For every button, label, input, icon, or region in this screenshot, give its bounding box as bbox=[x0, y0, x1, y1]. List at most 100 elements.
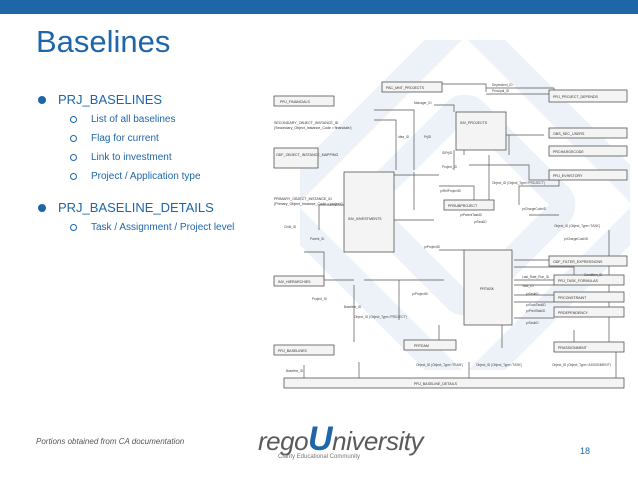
table-prsubproject bbox=[443, 199, 495, 211]
svg-text:Principal_ID: Principal_ID bbox=[492, 89, 510, 93]
footer-source-note: Portions obtained from CA documentation bbox=[36, 437, 185, 446]
table-inv-investments bbox=[343, 171, 395, 253]
top-accent-bar bbox=[0, 0, 638, 14]
bullet-dot-icon bbox=[38, 95, 46, 104]
svg-text:Project_ID: Project_ID bbox=[442, 165, 458, 169]
table-prdependency bbox=[553, 306, 625, 318]
svg-text:prProjectID: prProjectID bbox=[412, 292, 429, 296]
diagram-table-names: PAC_MNT_PROJECTS PRJ_PROJECT_DEPENDS PRJ… bbox=[274, 86, 603, 386]
table-prj-depends bbox=[548, 89, 628, 103]
sub-bullet-label: Flag for current bbox=[91, 132, 159, 144]
logo-tagline: Clarity Educational Community bbox=[278, 454, 361, 460]
svg-text:prChargeCodeID: prChargeCodeID bbox=[564, 237, 589, 241]
svg-text:OBS_SEC_USERS: OBS_SEC_USERS bbox=[553, 132, 585, 136]
svg-text:prChargeCodeID: prChargeCodeID bbox=[522, 207, 547, 211]
ring-bullet-icon bbox=[70, 134, 77, 142]
svg-text:PRIMARY_OBJECT_INSTANCE_ID: PRIMARY_OBJECT_INSTANCE_ID bbox=[274, 197, 332, 201]
table-prj-financials bbox=[273, 95, 335, 107]
sub-bullet-label: List of all baselines bbox=[91, 113, 176, 125]
er-diagram: PAC_MNT_PROJECTS PRJ_PROJECT_DEPENDS PRJ… bbox=[273, 81, 628, 389]
table-prchargecode bbox=[548, 145, 628, 157]
bullet-label: PRJ_BASELINES bbox=[58, 92, 163, 107]
svg-text:PRTEAM: PRTEAM bbox=[414, 344, 429, 348]
svg-text:prProjectID: prProjectID bbox=[424, 245, 441, 249]
table-prassignment bbox=[553, 341, 625, 353]
svg-text:PRJ_TASK_FORMULAS: PRJ_TASK_FORMULAS bbox=[558, 279, 598, 283]
bullet-label: PRJ_BASELINE_DETAILS bbox=[58, 200, 214, 215]
table-prj-baselines bbox=[273, 344, 335, 356]
bullet-prj-baseline-details: PRJ_BASELINE_DETAILS bbox=[38, 200, 268, 215]
diagram-connectors bbox=[303, 83, 617, 380]
table-odf-filter bbox=[548, 255, 628, 267]
ring-bullet-icon bbox=[70, 172, 77, 180]
svg-text:PRCHARGECODE: PRCHARGECODE bbox=[553, 150, 584, 154]
svg-text:prTaskID: prTaskID bbox=[526, 292, 539, 296]
svg-text:Baseline_ID: Baseline_ID bbox=[286, 369, 304, 373]
svg-text:PRJ_FINANCIALS: PRJ_FINANCIALS bbox=[280, 100, 311, 104]
sub-bullet: List of all baselines bbox=[70, 113, 268, 125]
table-prj-task-formulas bbox=[553, 274, 625, 286]
sub-bullet-label: Project / Application type bbox=[91, 170, 201, 182]
svg-text:INV_PROJECTS: INV_PROJECTS bbox=[460, 121, 488, 125]
svg-text:IDPrjID: IDPrjID bbox=[442, 151, 453, 155]
svg-text:prTaskID: prTaskID bbox=[526, 321, 539, 325]
svg-text:Dependent_ID: Dependent_ID bbox=[492, 83, 513, 87]
svg-text:Idea_ID: Idea_ID bbox=[398, 135, 410, 139]
svg-text:PRJ_EVHISTORY: PRJ_EVHISTORY bbox=[553, 174, 583, 178]
svg-text:PRJ_BASELINE_DETAILS: PRJ_BASELINE_DETAILS bbox=[414, 382, 458, 386]
svg-text:Object_ID (Object_Type='PROJEC: Object_ID (Object_Type='PROJECT') bbox=[354, 315, 407, 319]
table-pac bbox=[381, 81, 443, 93]
svg-text:INV_INVESTMENTS: INV_INVESTMENTS bbox=[348, 217, 382, 221]
rego-university-logo: regoUniversity Clarity Educational Commu… bbox=[258, 420, 423, 470]
svg-text:prPredTaskID: prPredTaskID bbox=[526, 309, 546, 313]
svg-text:Object_ID (Object_Type='ASSIGN: Object_ID (Object_Type='ASSIGNMENT') bbox=[552, 363, 611, 367]
table-odf-mapping bbox=[273, 147, 319, 169]
slide-title: Baselines bbox=[36, 24, 171, 59]
logo-wordmark: regoUniversity bbox=[258, 420, 423, 458]
ring-bullet-icon bbox=[70, 153, 77, 161]
bullet-list: PRJ_BASELINES List of all baselines Flag… bbox=[38, 92, 268, 240]
sub-bullet: Flag for current bbox=[70, 132, 268, 144]
sub-bullet-label: Link to investment bbox=[91, 151, 172, 163]
ring-bullet-icon bbox=[70, 223, 77, 231]
page-number: 18 bbox=[580, 446, 591, 456]
svg-text:PAC_MNT_PROJECTS: PAC_MNT_PROJECTS bbox=[386, 86, 425, 90]
svg-text:SECONDARY_OBJECT_INSTANCE_ID: SECONDARY_OBJECT_INSTANCE_ID bbox=[274, 121, 339, 125]
table-prj-baseline-details bbox=[283, 377, 625, 389]
svg-text:Condition_ID: Condition_ID bbox=[584, 273, 603, 277]
svg-text:Object_ID (Object_Type='PROJEC: Object_ID (Object_Type='PROJECT') bbox=[492, 181, 545, 185]
svg-text:prSuccTaskID: prSuccTaskID bbox=[526, 303, 546, 307]
svg-text:PRDEPENDENCY: PRDEPENDENCY bbox=[558, 311, 589, 315]
svg-text:Parent_ID: Parent_ID bbox=[310, 237, 325, 241]
diagram-relation-labels: Dependent_ID Principal_ID Manager_ID Ide… bbox=[284, 83, 611, 373]
table-prtask bbox=[463, 249, 513, 326]
svg-text:prParentTaskID: prParentTaskID bbox=[460, 213, 483, 217]
svg-text:Last_Rate_Run_ID: Last_Rate_Run_ID bbox=[522, 275, 550, 279]
svg-text:Task_ID: Task_ID bbox=[522, 284, 534, 288]
svg-text:Object_ID (Object_Type='TASK'): Object_ID (Object_Type='TASK') bbox=[476, 363, 522, 367]
bullet-dot-icon bbox=[38, 203, 46, 212]
svg-text:Baseline_ID: Baseline_ID bbox=[344, 305, 362, 309]
svg-text:PRASSIGNMENT: PRASSIGNMENT bbox=[558, 346, 588, 350]
table-prj-evhistory bbox=[548, 169, 628, 181]
svg-text:Child_ID: Child_ID bbox=[284, 225, 297, 229]
svg-text:prTaskID: prTaskID bbox=[474, 220, 487, 224]
svg-text:(Primary_Object_Instance_Code: (Primary_Object_Instance_Code ='project'… bbox=[274, 202, 343, 206]
table-prteam bbox=[403, 339, 457, 351]
svg-text:PrjID: PrjID bbox=[424, 135, 432, 139]
svg-text:ODF_FILTER_EXPRESSIONS: ODF_FILTER_EXPRESSIONS bbox=[553, 260, 603, 264]
svg-text:Object_ID (Object_Type='TEAM'): Object_ID (Object_Type='TEAM') bbox=[416, 363, 463, 367]
svg-text:(Secondary_Object_Instance_Cod: (Secondary_Object_Instance_Code ='financ… bbox=[274, 126, 352, 130]
svg-text:Object_ID (Object_Type='TASK'): Object_ID (Object_Type='TASK') bbox=[554, 224, 600, 228]
svg-text:INV_HIERARCHIES: INV_HIERARCHIES bbox=[278, 280, 311, 284]
sub-bullet: Link to investment bbox=[70, 151, 268, 163]
svg-text:PRSUBPROJECT: PRSUBPROJECT bbox=[448, 204, 478, 208]
svg-text:ODF_OBJECT_INSTANCE_MAPPING: ODF_OBJECT_INSTANCE_MAPPING bbox=[276, 153, 338, 157]
sub-bullet: Project / Application type bbox=[70, 170, 268, 182]
ring-bullet-icon bbox=[70, 115, 77, 123]
bullet-prj-baselines: PRJ_BASELINES bbox=[38, 92, 268, 107]
svg-text:Project_ID: Project_ID bbox=[312, 297, 328, 301]
sub-bullet: Task / Assignment / Project level bbox=[70, 221, 268, 233]
svg-text:PRCONSTRAINT: PRCONSTRAINT bbox=[558, 296, 587, 300]
table-inv-projects bbox=[455, 111, 507, 151]
